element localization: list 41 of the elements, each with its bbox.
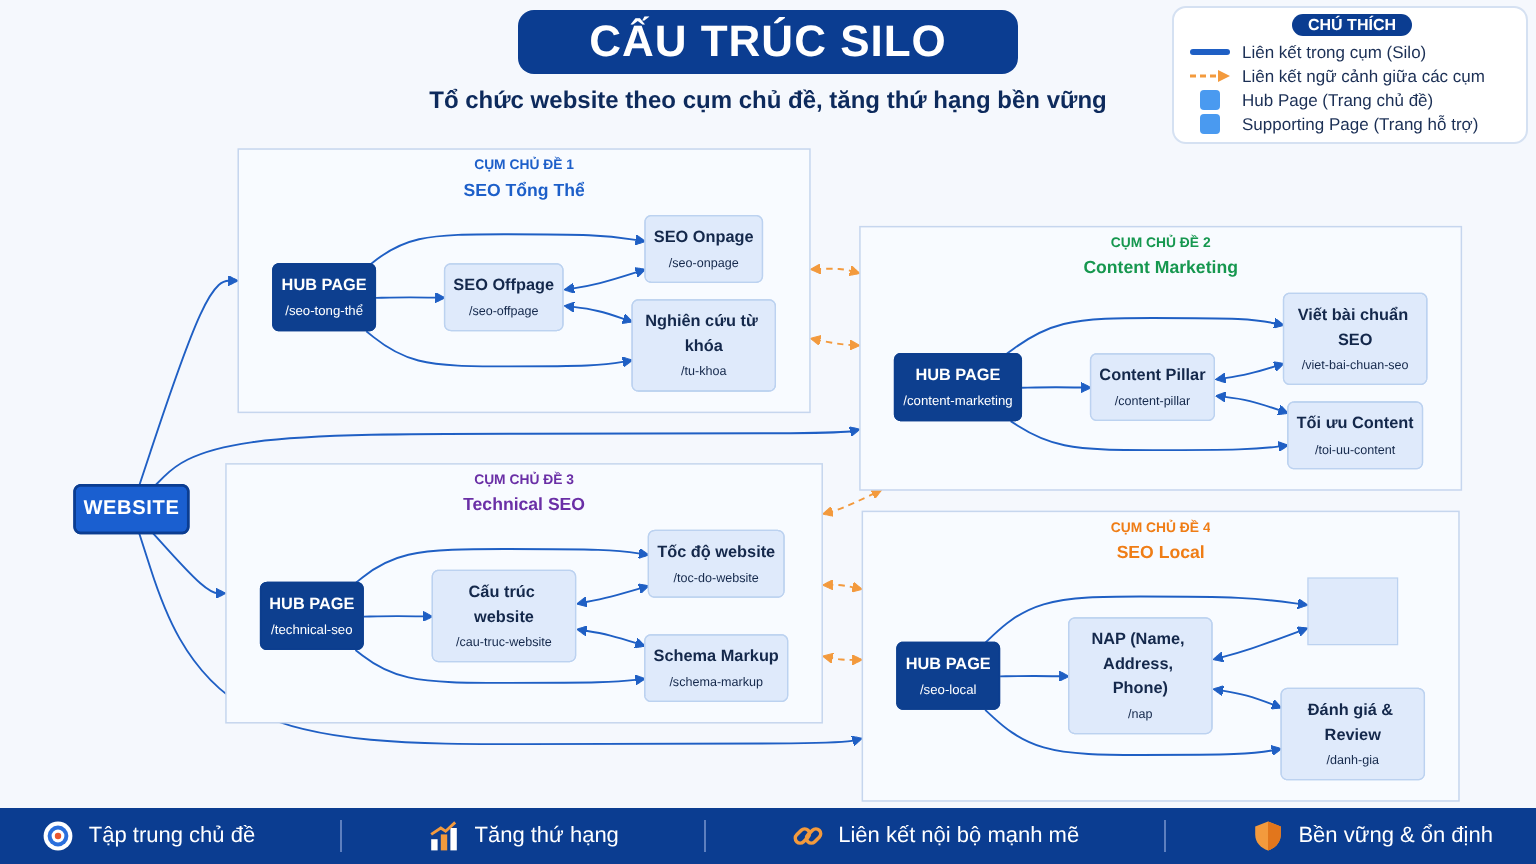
- arrow: [822, 489, 883, 517]
- arrow: [984, 595, 1309, 644]
- feature-label: Tăng thứ hạng: [474, 824, 619, 848]
- arrow: [1009, 420, 1289, 452]
- legend-label: Hub Page (Trang chủ đề): [1242, 90, 1434, 110]
- arrow: [1215, 391, 1289, 416]
- arrow: [1005, 317, 1285, 356]
- arrow: [1212, 626, 1309, 663]
- arrow: [1215, 361, 1285, 384]
- arrow: [822, 652, 863, 666]
- title: CẤU TRÚC SILO: [517, 10, 1019, 74]
- arrow: [362, 610, 434, 622]
- arrow: [138, 532, 863, 747]
- legend-label: Liên kết ngữ cảnh giữa các cụm: [1242, 66, 1485, 86]
- arrow: [576, 625, 646, 649]
- arrow: [822, 579, 863, 593]
- arrow: [1021, 382, 1092, 394]
- arrow: [138, 275, 239, 487]
- arrow: [151, 532, 227, 599]
- legend-label: Liên kết trong cụm (Silo): [1242, 42, 1427, 62]
- legend-label: Supporting Page (Trang hỗ trợ): [1242, 114, 1479, 134]
- legend-heading: CHÚ THÍCH: [1292, 14, 1412, 36]
- arrow: [563, 267, 647, 294]
- feature-label: Bền vững & ổn định: [1298, 824, 1493, 848]
- subtitle: Tổ chức website theo cụm chủ đề, tăng thứ hạng bền vững: [429, 86, 1107, 114]
- feature-label: Liên kết nội bộ mạnh mẽ: [838, 824, 1080, 848]
- arrow: [984, 708, 1283, 756]
- arrow: [809, 263, 861, 277]
- arrow: [563, 301, 634, 324]
- arrow: [576, 583, 650, 608]
- feature-label: Tập trung chủ đề: [88, 824, 256, 848]
- arrow: [365, 330, 634, 368]
- arrow: [154, 426, 861, 487]
- arrow: [1212, 685, 1283, 710]
- arrow: [369, 233, 647, 266]
- arrow: [809, 335, 861, 351]
- arrow: [999, 670, 1070, 682]
- node-box: [1307, 577, 1399, 646]
- arrow: [375, 292, 446, 304]
- arrow: [354, 548, 650, 585]
- arrow: [354, 649, 646, 686]
